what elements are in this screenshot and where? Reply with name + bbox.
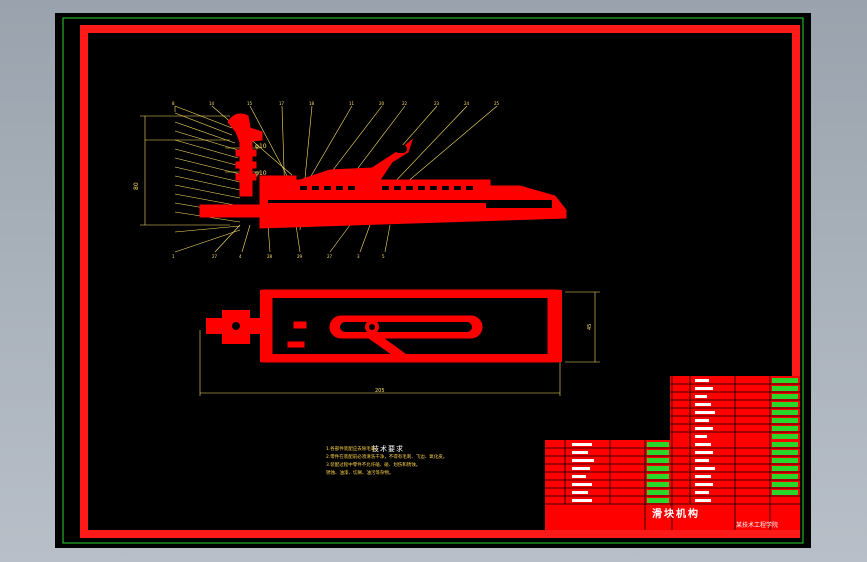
dim-top-b: φ10 [255, 170, 267, 177]
tech-requirements-title: 技术要求 [372, 445, 404, 453]
base-rail [259, 185, 567, 229]
svg-text:27: 27 [327, 254, 333, 259]
svg-text:23: 23 [434, 101, 440, 106]
svg-text:27: 27 [212, 254, 218, 259]
tech-requirement-line: 锈蚀、油漆、切屑、油污等杂物。 [326, 471, 394, 476]
svg-text:17: 17 [279, 101, 285, 106]
svg-text:14: 14 [209, 101, 215, 106]
svg-text:5: 5 [382, 254, 385, 259]
drawing-frame [80, 25, 800, 538]
leader-numbers: 8 14 15 17 18 11 20 22 23 24 25 1 27 4 28 29 27 3 5 [172, 101, 500, 259]
body-slots [268, 145, 552, 208]
slider-assembly-elevation [199, 113, 567, 229]
drawing-name: 滑块机构 [652, 509, 700, 520]
svg-text:24: 24 [464, 101, 470, 106]
svg-text:11: 11 [349, 101, 355, 106]
school-name: 某技术工程学院 [736, 522, 779, 529]
dim-plan-width: 45 [587, 324, 593, 330]
dim-side: 80 [133, 182, 140, 190]
svg-text:18: 18 [309, 101, 315, 106]
table-highlights [647, 378, 798, 503]
svg-text:1: 1 [172, 254, 175, 259]
svg-text:22: 22 [402, 101, 408, 106]
plan-view: 205 45 [199, 289, 600, 396]
table-text-marks [572, 379, 715, 502]
tech-requirement-line: 2.零件在装配前必须清洗干净，不得有毛刺、飞边、氧化皮。 [326, 455, 448, 460]
outer-frame [62, 17, 804, 544]
dim-plan-length: 205 [375, 388, 385, 394]
dim-top-a: φ10 [255, 143, 267, 150]
tech-requirement-line: 3.装配过程中零件不允许磕、碰、划伤和锈蚀。 [326, 463, 421, 468]
handwheel-top [227, 113, 263, 143]
svg-text:20: 20 [379, 101, 385, 106]
svg-text:8: 8 [172, 101, 175, 106]
table-grid [545, 376, 800, 530]
tech-requirement-line: 1.各部件装配应去除毛刺。 [326, 447, 380, 452]
svg-text:4: 4 [239, 254, 242, 259]
svg-text:3: 3 [357, 254, 360, 259]
svg-text:15: 15 [247, 101, 253, 106]
tech-requirements: 1.各部件装配应去除毛刺。 2.零件在装配前必须清洗干净，不得有毛刺、飞边、氧化… [326, 446, 447, 478]
svg-text:28: 28 [267, 254, 273, 259]
svg-text:29: 29 [297, 254, 303, 259]
svg-text:25: 25 [494, 101, 500, 106]
lever-arm [299, 138, 414, 181]
parts-list [545, 376, 800, 530]
